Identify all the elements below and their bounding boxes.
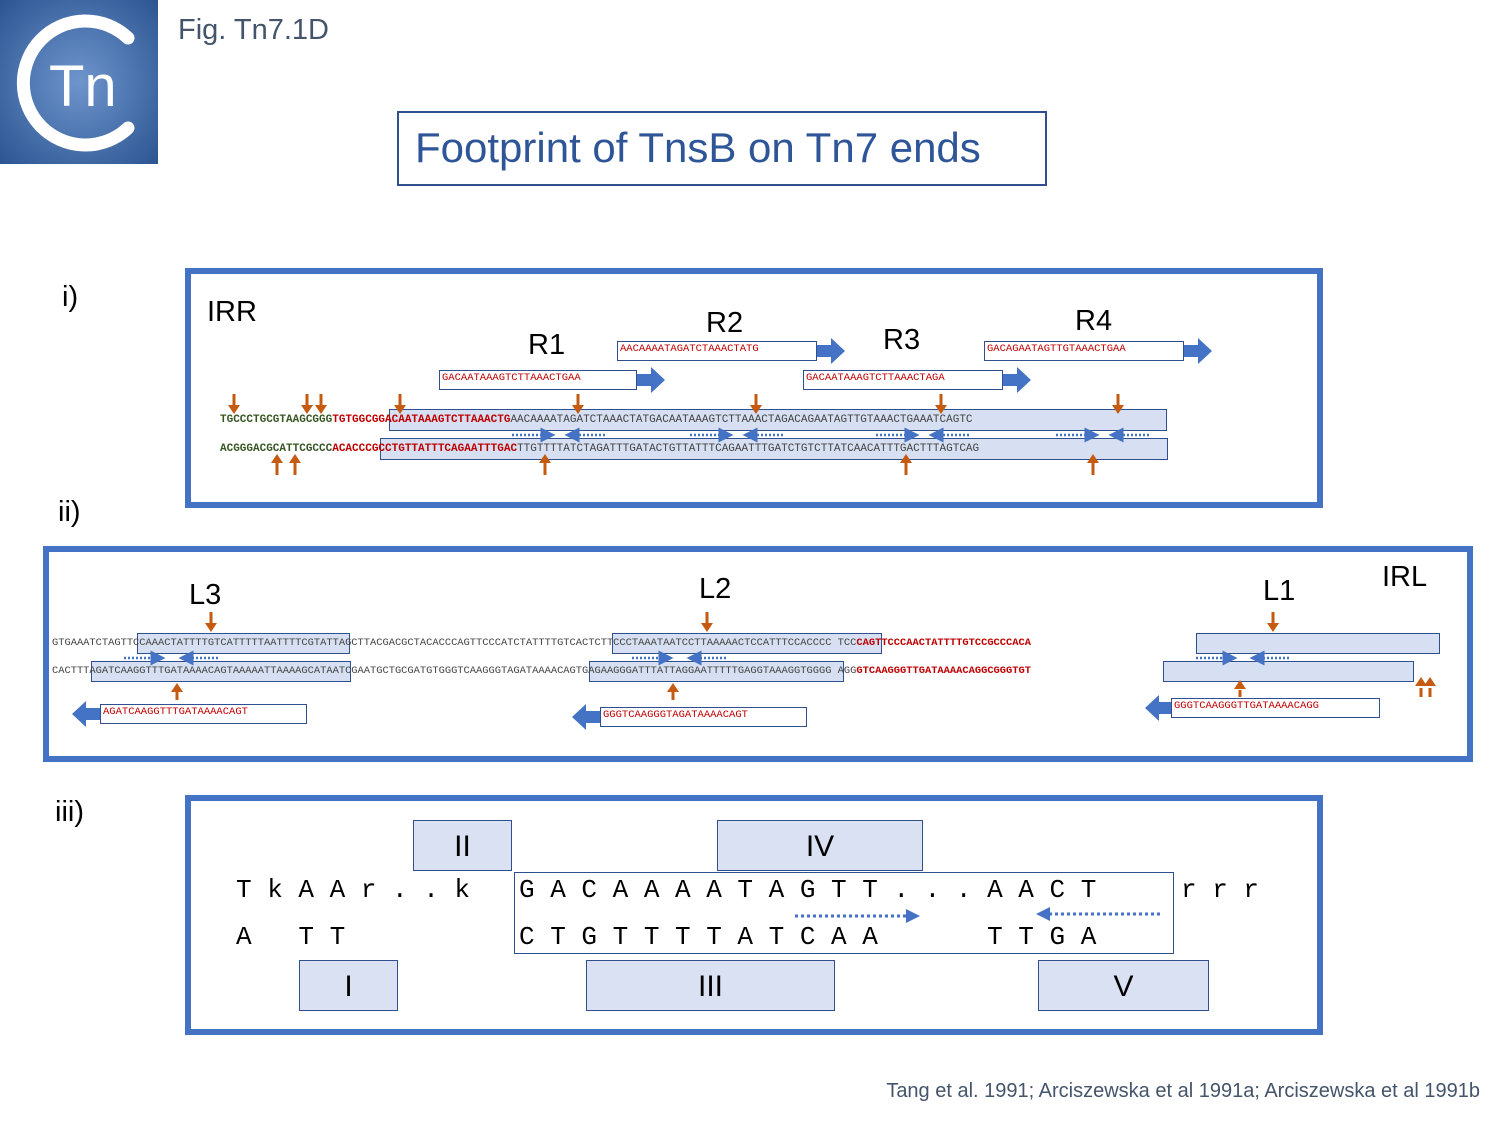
site-l3-label: L3 (189, 579, 222, 611)
panel-i-label: i) (62, 281, 79, 313)
irr-label: IRR (207, 296, 257, 328)
panel-ii (43, 546, 1473, 762)
domain-i-box: I (299, 960, 398, 1011)
irl-bottom-end: GTCAAGGGTTGATAAAACAGGCGGGTGT (856, 665, 1031, 677)
tn-logo: Tn (0, 0, 158, 164)
citation: Tang et al. 1991; Arciszewska et al 1991… (886, 1080, 1480, 1102)
l1-top-footprint (1196, 633, 1440, 654)
l3-top-footprint (137, 633, 350, 654)
irl-label: IRL (1382, 561, 1428, 593)
page-title: Footprint of TnsB on Tn7 ends (415, 124, 981, 171)
title-box (397, 111, 1047, 186)
domain-iii-box: III (586, 960, 835, 1011)
logo-text: Tn (49, 54, 117, 119)
irl-top-internal: GTGAAATCTAGTTCCAAACTATTTTGTCATTTTTAATTTT… (52, 637, 857, 649)
l2-top-footprint (612, 633, 882, 654)
l1-bottom-footprint (1163, 661, 1414, 682)
site-r2-label: R2 (706, 307, 744, 339)
irr-bottom-internal: TTGTTTTATCTAGATTTGATACTGTTATTTCAGAATTTGA… (517, 443, 980, 455)
logo-graphic: Tn (0, 0, 158, 164)
site-r4-sequence: GACAGAATAGTTGTAAACTGAA (984, 341, 1184, 361)
site-r2-sequence: AACAAAATAGATCTAAACTATG (617, 341, 817, 361)
irl-top-strand: GTGAAATCTAGTTCCAAACTATTTTGTCATTTTTAATTTT… (52, 637, 1031, 650)
irr-bottom-flank: ACGGGACGCATTCGCCC (220, 443, 333, 455)
panel-i (185, 268, 1323, 508)
l2-bottom-footprint (589, 661, 844, 682)
irl-bottom-internal: CACTTTAGATCAAGGTTTGATAAAACAGTAAAAATTAAAA… (52, 665, 857, 677)
irr-bottom-footprint (380, 438, 1168, 460)
consensus-core-box (514, 872, 1174, 954)
site-l3-sequence: AGATCAAGGTTTGATAAAACAGT (100, 704, 307, 724)
consensus-top-right: r r r (1181, 875, 1260, 905)
site-l1-label: L1 (1263, 575, 1296, 607)
consensus-bottom-left: A T T (236, 922, 346, 952)
consensus-bottom-core: C T G T T T T A T C A A T T G A (519, 922, 1097, 952)
site-r1-label: R1 (528, 329, 566, 361)
figure-label: Fig. Tn7.1D (178, 14, 329, 46)
irr-top-end: TGTGGCGGACAATAAAGTCTTAAACTG (332, 414, 511, 426)
l3-bottom-footprint (91, 661, 351, 682)
site-r1-sequence: GACAATAAAGTCTTAAACTGAA (439, 370, 637, 390)
irr-top-footprint (389, 409, 1167, 431)
site-r3-label: R3 (883, 324, 921, 356)
irr-top-flank: TGCCCTGCGTAAGCGGG (220, 414, 333, 426)
site-l2-label: L2 (699, 573, 732, 605)
irr-top-internal: AACAAAATAGATCTAAACTATGACAATAAAGTCTTAAACT… (510, 414, 973, 426)
site-l2-sequence: GGGTCAAGGGTAGATAAAACAGT (600, 707, 807, 727)
irr-top-strand: TGCCCTGCGTAAGCGGGTGTGGCGGACAATAAAGTCTTAA… (220, 414, 973, 427)
irr-bottom-end: ACACCCGCCTGTTATTTCAGAATTTGAC (332, 443, 518, 455)
site-r4-label: R4 (1075, 305, 1113, 337)
consensus-top-left: T k A A r . . k (236, 875, 471, 905)
irl-bottom-strand: CACTTTAGATCAAGGTTTGATAAAACAGTAAAAATTAAAA… (52, 665, 1031, 678)
site-r3-sequence: GACAATAAAGTCTTAAACTAGA (803, 370, 1003, 390)
domain-v-box: V (1038, 960, 1209, 1011)
panel-ii-label: ii) (58, 496, 81, 528)
domain-iv-box: IV (717, 820, 923, 871)
domain-ii-box: II (413, 820, 512, 871)
irr-bottom-strand: ACGGGACGCATTCGCCCACACCCGCCTGTTATTTCAGAAT… (220, 443, 979, 456)
site-l1-sequence: GGGTCAAGGGTTGATAAAACAGG (1171, 698, 1380, 718)
consensus-top-core: G A C A A A A T A G T T . . . A A C T (519, 875, 1097, 905)
panel-iii-label: iii) (55, 796, 84, 828)
irl-top-end: CAGTTCCCAACTATTTTGTCCGCCCACA (856, 637, 1031, 649)
